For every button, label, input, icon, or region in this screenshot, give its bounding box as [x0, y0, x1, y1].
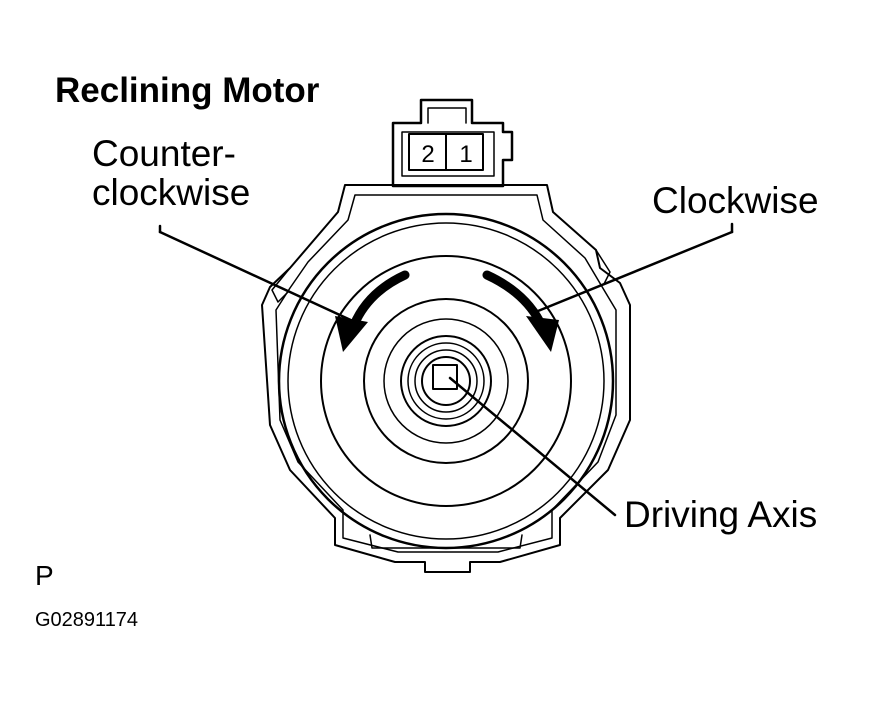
driving-axis-square	[432, 364, 458, 390]
outer-ring	[277, 212, 615, 550]
axis-leader-line	[448, 376, 617, 517]
bottom-slot	[369, 534, 523, 549]
cw-leader-line-2	[536, 230, 734, 313]
counterclockwise-arrow-shaft	[349, 270, 410, 330]
outer-ring-inner	[287, 222, 605, 540]
figure-id: G02891174	[35, 609, 139, 631]
clockwise-label: Clockwise	[652, 180, 819, 221]
diagram-title: Reclining Motor	[55, 71, 320, 110]
counterclockwise-label-line1: Counter-	[92, 133, 236, 174]
hub-ring-3	[407, 342, 485, 420]
clockwise-arrow-shaft	[482, 270, 545, 327]
hub-ring-1	[383, 318, 509, 444]
connector-pin-2: 2	[421, 141, 434, 168]
hub-ring-4	[414, 349, 478, 413]
clockwise-arrow-head	[526, 316, 559, 352]
ccw-leader-line-2	[158, 230, 357, 324]
middle-ring	[320, 255, 572, 507]
right-tab	[595, 249, 611, 285]
counterclockwise-arrow-head	[335, 316, 368, 352]
hub-ring-2	[400, 335, 492, 427]
counterclockwise-label-line2: clockwise	[92, 172, 251, 213]
motor-housing	[261, 184, 631, 573]
left-tab	[271, 267, 291, 303]
connector-body	[391, 98, 514, 188]
hub-ring-5	[421, 356, 471, 406]
driving-axis-label: Driving Axis	[624, 494, 818, 535]
connector-pin-1: 1	[459, 141, 472, 168]
footer-mark: P	[35, 560, 54, 591]
connector-latch	[401, 107, 495, 177]
hub-outer	[363, 298, 529, 464]
housing-inner-outline	[275, 194, 617, 553]
